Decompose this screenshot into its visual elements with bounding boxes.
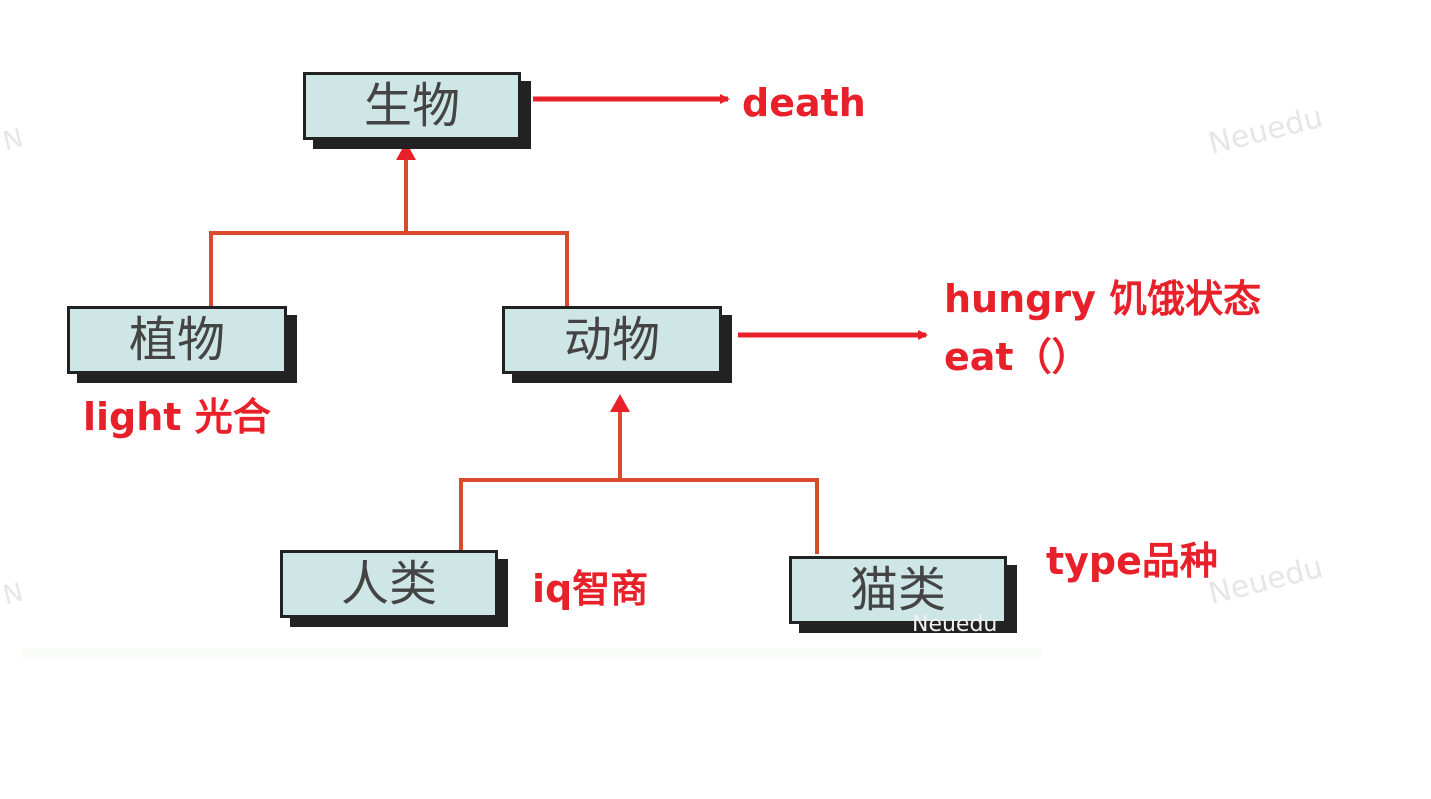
node-animal-label: 动物	[563, 312, 660, 368]
node-plant-label: 植物	[128, 312, 225, 368]
faint-baseline-band	[22, 648, 1042, 658]
tree-connector-level2	[459, 410, 819, 554]
annotation-animal-eat: eat（）	[944, 335, 1090, 379]
inherit-arrowhead-organism	[396, 142, 416, 160]
node-human-label: 人类	[340, 556, 437, 612]
annotation-animal-hungry: hungry 饥饿状态	[944, 277, 1262, 321]
node-organism-label: 生物	[363, 78, 460, 134]
annotation-human-iq: iq智商	[532, 567, 649, 611]
connector-cat	[620, 478, 819, 554]
node-organism: 生物	[303, 72, 521, 140]
node-human: 人类	[280, 550, 498, 618]
node-cat-label: 猫类	[849, 562, 946, 618]
node-cat: 猫类	[789, 556, 1007, 624]
annotation-cat-type: type品种	[1046, 539, 1218, 583]
connector-human	[459, 478, 620, 550]
annotation-plant-light: light 光合	[83, 395, 271, 439]
connector-plant	[209, 231, 406, 306]
annotation-organism-death: death	[742, 81, 866, 125]
connector-animal	[406, 231, 569, 306]
tree-connector-level1	[209, 158, 569, 306]
node-plant: 植物	[67, 306, 287, 374]
node-animal: 动物	[502, 306, 722, 374]
inherit-arrowhead-animal	[610, 394, 630, 412]
watermark-overlay: Neuedu	[912, 612, 998, 637]
